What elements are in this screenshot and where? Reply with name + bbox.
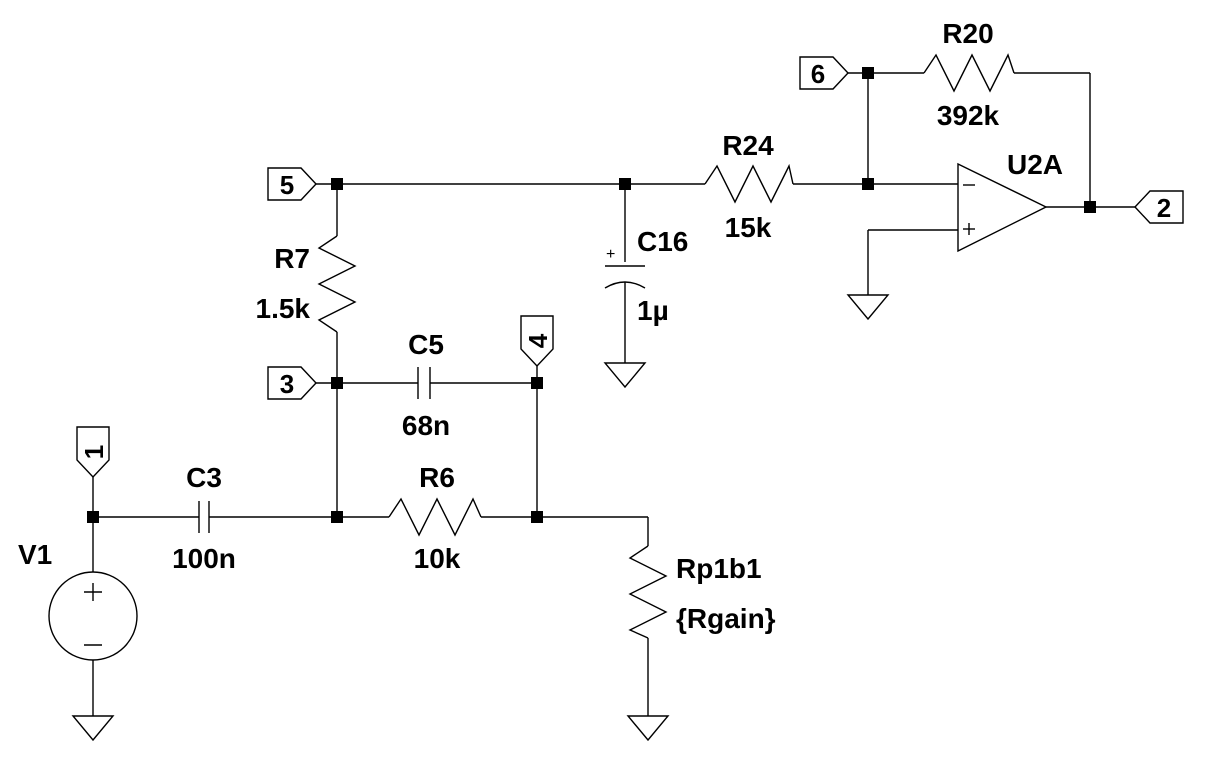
junction-dot — [619, 178, 631, 190]
port-2-label: 2 — [1157, 193, 1171, 223]
junction-dot — [87, 511, 99, 523]
r20-value: 392k — [937, 100, 1000, 131]
ground-icon — [71, 715, 115, 742]
voltage-source-icon — [48, 571, 138, 661]
resistor-r6: R6 10k — [388, 462, 482, 574]
capacitor-c5: C5 68n — [402, 329, 450, 441]
port-2: 2 — [1134, 190, 1184, 224]
junction-dot — [862, 67, 874, 79]
port-flag — [520, 315, 554, 368]
port-1: 1 — [76, 426, 110, 479]
resistor-r7: R7 1.5k — [256, 235, 357, 333]
c16-name: C16 — [637, 226, 688, 257]
port-flag — [1134, 190, 1184, 224]
rp1b1-name: Rp1b1 — [676, 553, 762, 584]
port-3-label: 3 — [280, 369, 294, 399]
u2a-name: U2A — [1007, 149, 1063, 180]
port-5: 5 — [267, 167, 317, 201]
resistor-zigzag — [628, 545, 668, 639]
port-flag — [76, 426, 110, 479]
opamp-u2a: U2A — [957, 149, 1063, 253]
resistor-rp1b1: Rp1b1 {Rgain} — [628, 545, 776, 639]
port-flag — [267, 167, 317, 201]
r7-name: R7 — [274, 243, 310, 274]
polarity-plus: + — [606, 246, 615, 263]
resistor-r20: R20 392k — [923, 18, 1015, 131]
r24-name: R24 — [722, 130, 774, 161]
port-flag — [799, 56, 849, 90]
c3-value: 100n — [172, 543, 236, 574]
opamp-triangle — [957, 162, 1048, 253]
junction-dot — [531, 377, 543, 389]
junction-dot — [531, 511, 543, 523]
port-6-label: 6 — [811, 59, 825, 89]
r6-value: 10k — [414, 543, 461, 574]
port-4-label: 4 — [523, 333, 553, 348]
resistor-zigzag — [317, 235, 357, 333]
r7-value: 1.5k — [256, 293, 311, 324]
resistor-zigzag — [704, 163, 794, 204]
junction-dot — [331, 377, 343, 389]
junctions — [87, 67, 1096, 523]
r24-value: 15k — [725, 212, 772, 243]
r20-name: R20 — [942, 18, 993, 49]
capacitor-c3: C3 100n — [172, 462, 236, 574]
ground-icon — [846, 294, 890, 321]
voltage-source-v1: V1 — [18, 539, 138, 661]
r6-name: R6 — [419, 462, 455, 493]
resistor-zigzag — [923, 53, 1015, 93]
port-1-label: 1 — [79, 445, 109, 459]
resistor-zigzag — [388, 497, 482, 537]
junction-dot — [331, 178, 343, 190]
resistor-r24: R24 15k — [704, 130, 794, 243]
c5-value: 68n — [402, 410, 450, 441]
v1-name: V1 — [18, 539, 52, 570]
c3-name: C3 — [186, 462, 222, 493]
port-4: 4 — [520, 315, 554, 368]
capacitor-c16: + C16 1µ — [604, 226, 688, 326]
rp1b1-value: {Rgain} — [676, 603, 776, 634]
port-flag — [267, 366, 317, 400]
ground-icon — [603, 362, 647, 389]
port-6: 6 — [799, 56, 849, 90]
port-3: 3 — [267, 366, 317, 400]
port-5-label: 5 — [280, 170, 294, 200]
c5-name: C5 — [408, 329, 444, 360]
ground-icon — [626, 715, 670, 742]
junction-dot — [331, 511, 343, 523]
wires — [92, 72, 1135, 716]
junction-dot — [1084, 201, 1096, 213]
capacitor-curved-plate — [604, 281, 646, 289]
c16-value: 1µ — [637, 295, 669, 326]
junction-dot — [862, 178, 874, 190]
